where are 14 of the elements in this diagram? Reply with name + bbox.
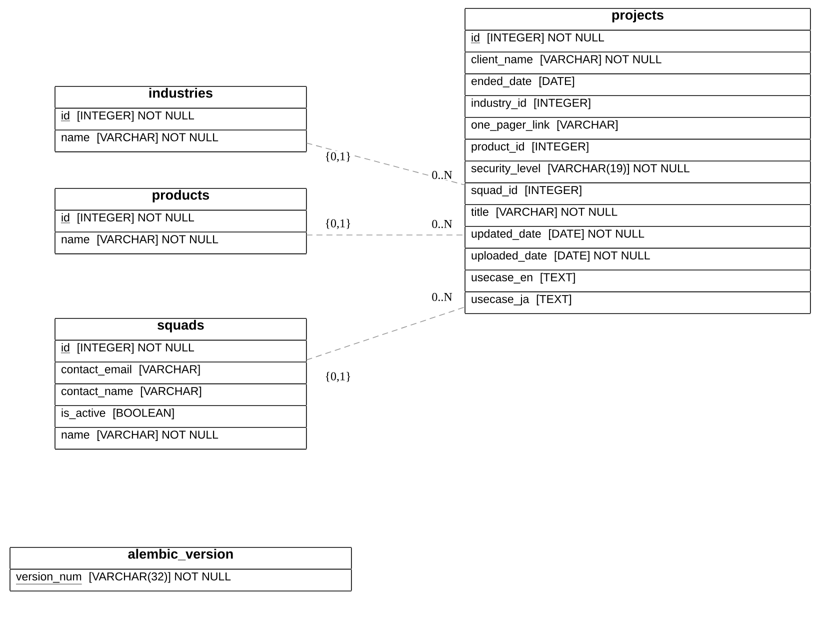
cardinality-label: {0,1}	[324, 150, 352, 164]
table: squads id [INTEGER] NOT NULL contact_email [VARCHAR] contact_name [VARCHAR] is_active [BOOLEAN] name [VARCHAR] NOT NULL	[54, 318, 307, 450]
relationship-line	[306, 142, 466, 186]
relationship-line	[306, 306, 466, 360]
cardinality-label: 0..N	[430, 292, 454, 302]
table: projects id [INTEGER] NOT NULL client_name [VARCHAR] NOT NULL ended_date [DATE] industry_id [INTEGER] one_pager_link [VARCHAR] product_id [INTEGER] security_level [VARCHAR(19)] NOT NULL squad_id [INTEGER] title [VARCHAR] NOT NULL updated_date [DATE] NOT NULL uploaded_date [DATE] NOT NULL usecase_en [TEXT] usecase_ja [TEXT]	[464, 8, 811, 314]
cardinality-label: 0..N	[430, 170, 454, 180]
cardinality-label: {0,1}	[324, 218, 352, 230]
table: industries id [INTEGER] NOT NULL name [VARCHAR] NOT NULL	[54, 86, 307, 152]
relationship-line	[306, 234, 466, 236]
table: products id [INTEGER] NOT NULL name [VARCHAR] NOT NULL	[54, 188, 307, 254]
cardinality-label: 0..N	[430, 218, 454, 230]
cardinality-label: {0,1}	[324, 370, 352, 384]
table: alembic_version version_num [VARCHAR(32)] NOT NULL	[10, 547, 352, 592]
